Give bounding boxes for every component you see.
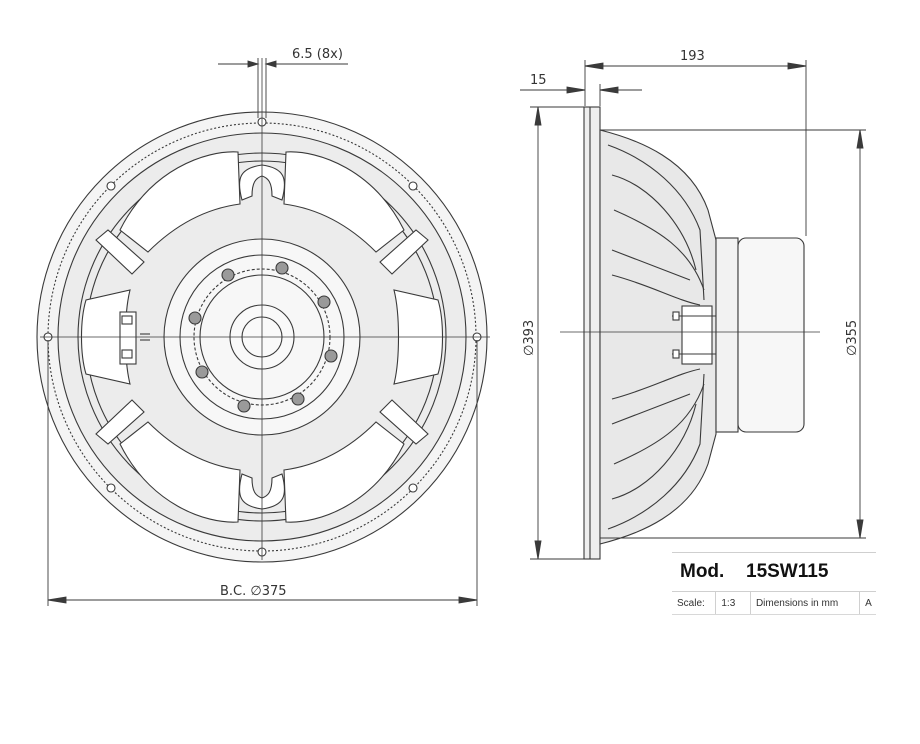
label-cutout-diameter: ∅355 [845, 320, 860, 356]
side-terminal [672, 305, 716, 365]
units-label: Dimensions in mm [751, 592, 861, 614]
magnet-assembly [715, 237, 739, 433]
dimension-cutout-diameter [600, 129, 866, 539]
basket-profile [599, 129, 717, 545]
side-view [520, 60, 866, 560]
truncated-cell: A [865, 597, 872, 609]
label-mounting-hole: 6.5 (8x) [292, 47, 343, 62]
dimension-bolt-circle [47, 340, 478, 606]
front-view [36, 58, 490, 606]
label-flange: 15 [530, 73, 547, 88]
centerlines [40, 58, 490, 560]
model-number: 15SW115 [746, 561, 829, 582]
mod-label: Mod. [680, 561, 725, 582]
dimension-mounting-hole [218, 58, 348, 118]
dimension-depth [584, 60, 807, 236]
dimension-flange [520, 84, 642, 106]
mounting-flange [583, 106, 601, 560]
magnet-bolts [188, 261, 338, 413]
dimension-outer-diameter [530, 106, 584, 560]
label-depth: 193 [680, 49, 705, 64]
terminal-block [119, 311, 150, 365]
scale-label: Scale: [672, 592, 717, 614]
label-outer-diameter: ∅393 [522, 320, 537, 356]
title-block: Mod. 15SW115 Scale: 1:3 Dimensions in mm… [672, 552, 876, 615]
scale-value: 1:3 [716, 592, 751, 614]
label-bolt-circle: B.C. ∅375 [220, 584, 287, 599]
